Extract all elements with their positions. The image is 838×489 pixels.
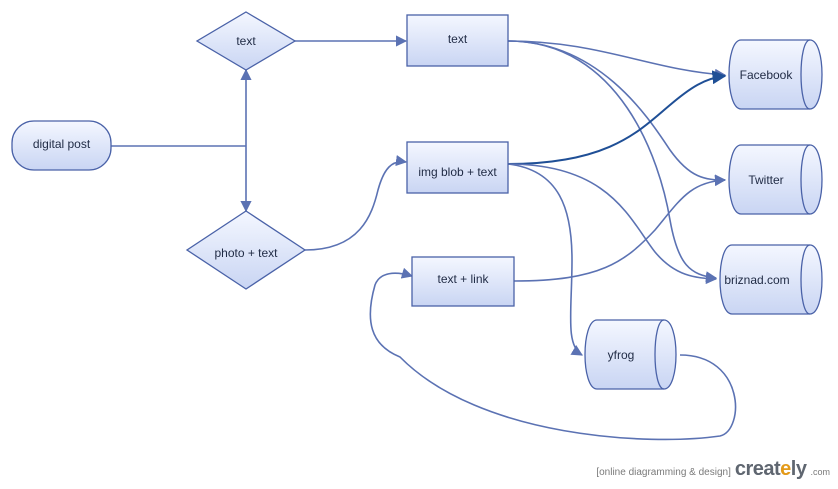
creately-watermark: [online diagramming & design] creately .… bbox=[596, 458, 830, 481]
watermark-tagline: [online diagramming & design] bbox=[596, 467, 731, 478]
node-text-box-label: text bbox=[448, 32, 468, 46]
node-digital-post-label: digital post bbox=[33, 137, 91, 151]
node-img-blob-label: img blob + text bbox=[418, 165, 497, 179]
node-text-decision-label: text bbox=[236, 34, 256, 48]
creately-logo: creately bbox=[735, 458, 807, 481]
node-text-decision[interactable]: text bbox=[195, 11, 297, 71]
node-yfrog-label: yfrog bbox=[608, 348, 635, 362]
node-text-box[interactable]: text bbox=[406, 14, 509, 67]
node-twitter-label: Twitter bbox=[748, 173, 783, 187]
edges bbox=[111, 35, 737, 441]
edge-text-box-facebook bbox=[507, 40, 727, 80]
node-twitter[interactable]: Twitter bbox=[728, 144, 823, 215]
edge-photo-img-blob bbox=[304, 155, 408, 251]
node-facebook-label: Facebook bbox=[740, 68, 794, 82]
edge-img-blob-briznad bbox=[507, 163, 718, 285]
logo-part-1: creat bbox=[734, 458, 781, 480]
watermark-dotcom: .com bbox=[810, 467, 830, 477]
node-text-link[interactable]: text + link bbox=[411, 256, 515, 307]
logo-accent: e bbox=[780, 458, 791, 480]
node-briznad[interactable]: briznad.com bbox=[719, 244, 823, 315]
edge-img-blob-yfrog bbox=[507, 163, 583, 356]
edge-text-link-twitter bbox=[513, 174, 727, 282]
node-img-blob[interactable]: img blob + text bbox=[406, 141, 509, 194]
node-photo-decision-label: photo + text bbox=[214, 246, 278, 260]
edge-text-box-briznad bbox=[507, 40, 718, 283]
node-photo-decision[interactable]: photo + text bbox=[185, 210, 307, 290]
logo-part-2: ly bbox=[790, 458, 807, 480]
node-yfrog[interactable]: yfrog bbox=[584, 319, 677, 390]
node-briznad-label: briznad.com bbox=[724, 273, 789, 287]
edge-text-box-twitter bbox=[507, 40, 727, 186]
edge-yfrog-loop bbox=[369, 267, 737, 441]
node-digital-post[interactable]: digital post bbox=[11, 120, 112, 171]
node-facebook[interactable]: Facebook bbox=[728, 39, 823, 110]
node-text-link-label: text + link bbox=[437, 272, 489, 286]
edge-img-blob-facebook bbox=[507, 70, 727, 165]
